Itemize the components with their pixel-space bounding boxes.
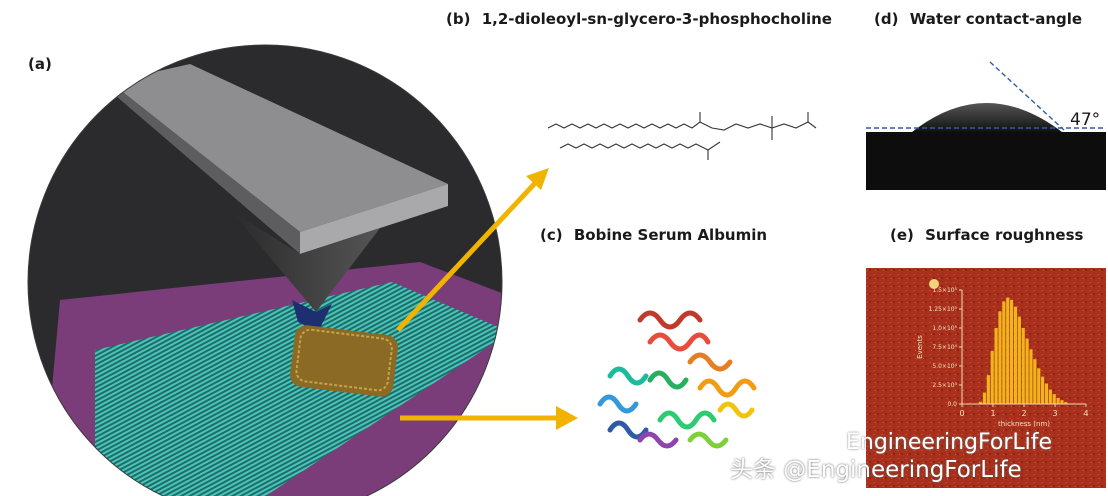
- contact-angle-photo: [866, 40, 1106, 190]
- histogram-bar: [1056, 397, 1060, 404]
- liposome: [289, 325, 399, 397]
- x-tick-label: 1: [990, 409, 995, 418]
- histogram-bar: [1044, 383, 1049, 404]
- y-tick-label: 1.0×10⁵: [932, 325, 957, 332]
- lipid-membrane: [95, 282, 502, 496]
- label-e-letter: (e): [890, 226, 914, 244]
- histogram-bar: [1017, 316, 1021, 404]
- y-axis-label: Events: [916, 335, 924, 359]
- contact-angle-value: 47°: [1070, 110, 1101, 130]
- afm-scene: [27, 44, 503, 496]
- histogram-bar: [1029, 349, 1033, 404]
- arrow-to-dopc: [396, 178, 540, 332]
- label-b: (b) 1,2-dioleoyl-sn-glycero-3-phosphocho…: [446, 10, 832, 28]
- histogram-bar: [1037, 368, 1041, 404]
- label-d-letter: (d): [874, 10, 899, 28]
- label-a: (a): [28, 55, 52, 73]
- label-c-letter: (c): [540, 226, 563, 244]
- histogram-bar: [982, 392, 987, 404]
- histogram-bar: [990, 350, 994, 404]
- label-e: (e) Surface roughness: [890, 226, 1083, 244]
- afm-height-map: [866, 268, 1106, 488]
- surface: [866, 132, 1106, 190]
- roughness-panel: 0 1 2 3 4 0.0 2.5×10⁴ 5.0×10⁴ 7.5×10⁴ 1.0×10⁵ 1.25…: [866, 268, 1106, 488]
- histogram-bar: [1013, 306, 1018, 404]
- histogram-bar: [1064, 402, 1068, 404]
- x-tick-label: 0: [959, 409, 964, 418]
- y-tick-label: 5.0×10⁴: [932, 363, 957, 370]
- label-c: (c) Bobine Serum Albumin: [540, 226, 767, 244]
- histogram-bar: [1041, 376, 1045, 404]
- cantilever-side: [110, 82, 300, 254]
- histogram-bar: [1021, 328, 1025, 404]
- histogram-bar: [979, 401, 983, 404]
- histogram-bar: [1048, 389, 1052, 404]
- afm-tip: [230, 210, 380, 312]
- water-droplet: [912, 103, 1062, 132]
- x-tick-label: 2: [1021, 409, 1026, 418]
- histogram-bar: [1033, 359, 1037, 404]
- y-tick-label: 1.5×10⁵: [932, 287, 957, 294]
- y-tick-label: 1.25×10⁵: [929, 306, 958, 313]
- label-d-title: Water contact-angle: [909, 10, 1083, 28]
- label-d: (d) Water contact-angle: [874, 10, 1082, 28]
- label-c-title: Bobine Serum Albumin: [573, 226, 768, 244]
- tip-apex: [292, 300, 332, 332]
- histogram-bar: [1052, 394, 1056, 404]
- arrows: [396, 168, 578, 430]
- histogram-bar: [1010, 299, 1014, 404]
- watermark-brand: EngineeringForLife: [846, 430, 1053, 455]
- label-e-title: Surface roughness: [925, 226, 1084, 244]
- histogram-bar: [998, 311, 1002, 404]
- x-tick-label: 3: [1052, 409, 1057, 418]
- label-b-letter: (b): [446, 10, 471, 28]
- cantilever-front: [300, 184, 448, 254]
- roughness-histogram: 0 1 2 3 4 0.0 2.5×10⁴ 5.0×10⁴ 7.5×10⁴ 1.0×10⁵ 1.25…: [916, 287, 1089, 428]
- histogram-bar: [1006, 297, 1010, 404]
- cantilever-top: [110, 64, 448, 232]
- y-tick-label: 7.5×10⁴: [932, 344, 957, 351]
- histogram-bar: [986, 375, 990, 404]
- tangent-line: [989, 61, 1065, 131]
- histogram-bar: [994, 328, 998, 404]
- y-tick-label: 2.5×10⁴: [932, 382, 957, 389]
- histogram-bar: [1025, 338, 1029, 404]
- histogram-bar: [1060, 400, 1064, 404]
- watermark-source: 头条 @EngineeringForLife: [730, 457, 1022, 483]
- histogram-bar: [1002, 301, 1006, 404]
- label-b-title: 1,2-dioleoyl-sn-glycero-3-phosphocholine: [481, 10, 832, 28]
- x-tick-label: 4: [1083, 409, 1088, 418]
- bsa-structure: [597, 310, 757, 449]
- x-axis-label: thickness (nm): [998, 420, 1050, 428]
- y-tick-label: 0.0: [947, 401, 957, 408]
- dopc-structure: [547, 112, 817, 160]
